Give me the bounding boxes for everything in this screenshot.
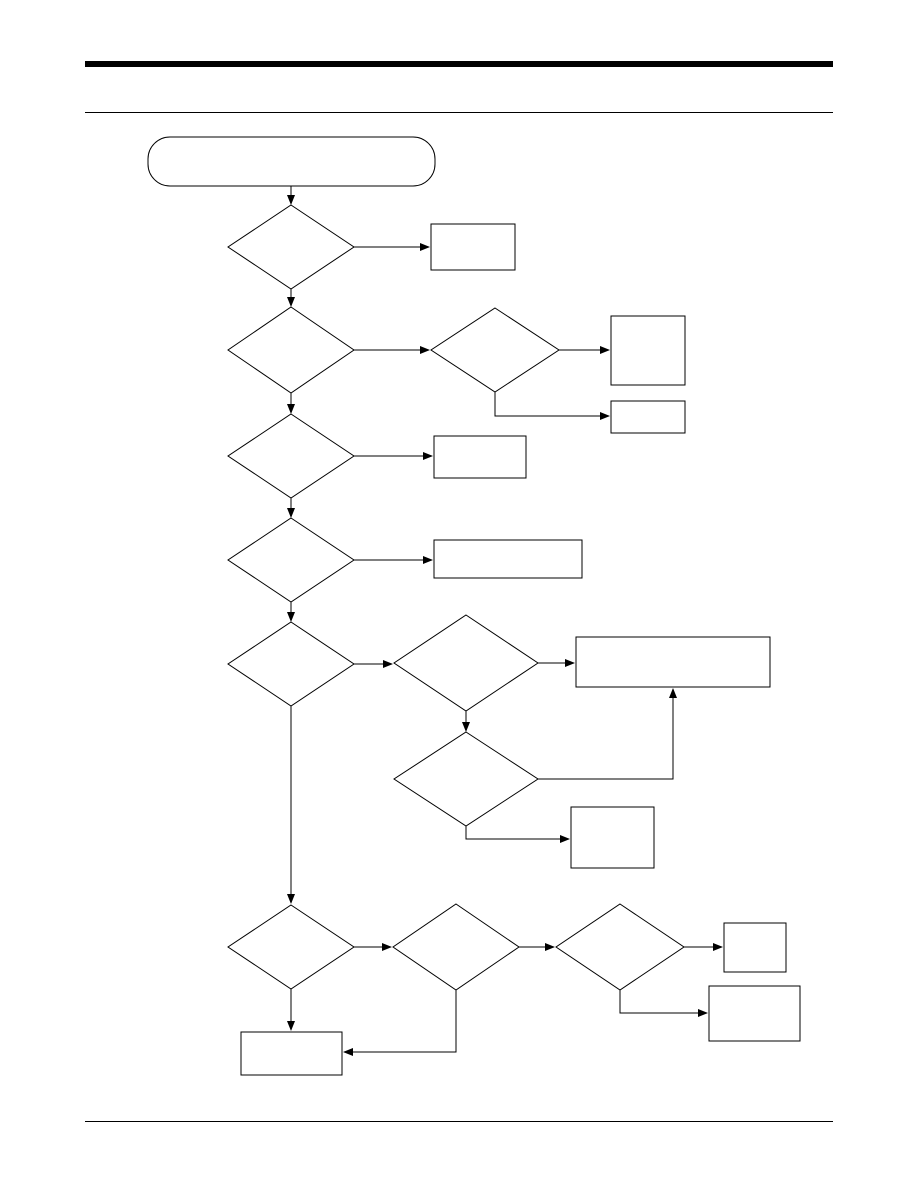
connector-d3-to-b3 xyxy=(494,392,610,420)
header-thin-rule xyxy=(85,112,833,113)
process-node-b3 xyxy=(610,400,686,434)
process-shape-b8 xyxy=(723,922,787,973)
process-shape-b1 xyxy=(430,223,516,271)
process-shape-b2 xyxy=(610,315,686,386)
header-thick-rule xyxy=(85,61,833,67)
connector-d8-to-b6 xyxy=(538,688,677,780)
decision-node-d6 xyxy=(227,621,355,707)
decision-node-d1 xyxy=(227,204,355,290)
process-node-b2 xyxy=(610,315,686,386)
terminator-shape-start xyxy=(147,136,436,187)
decision-shape-d10 xyxy=(392,903,520,991)
decision-node-d7 xyxy=(393,614,539,712)
process-node-b1 xyxy=(430,223,516,271)
decision-node-d2 xyxy=(227,306,355,394)
decision-node-d4 xyxy=(227,413,355,499)
decision-node-d5 xyxy=(227,517,355,603)
process-shape-b9 xyxy=(708,985,801,1042)
nodes xyxy=(147,136,801,1076)
process-node-b10 xyxy=(240,1031,343,1076)
decision-node-d10 xyxy=(392,903,520,991)
decision-node-d8 xyxy=(393,731,539,827)
decision-shape-d11 xyxy=(555,903,685,991)
connector-d8-to-b7 xyxy=(465,826,570,843)
decision-shape-d3 xyxy=(430,307,560,393)
connector-d11-to-b9 xyxy=(619,990,708,1017)
decision-shape-d2 xyxy=(227,306,355,394)
decision-shape-d9 xyxy=(227,904,355,990)
process-node-b5 xyxy=(433,539,583,579)
process-node-b9 xyxy=(708,985,801,1042)
decision-node-d9 xyxy=(227,904,355,990)
process-node-b6 xyxy=(575,636,771,688)
footer-rule xyxy=(85,1121,833,1122)
process-shape-b10 xyxy=(240,1031,343,1076)
process-shape-b6 xyxy=(575,636,771,688)
process-shape-b5 xyxy=(433,539,583,579)
connectors xyxy=(287,186,723,1056)
decision-shape-d4 xyxy=(227,413,355,499)
connector-d10-to-b10 xyxy=(343,990,457,1056)
decision-shape-d8 xyxy=(393,731,539,827)
decision-shape-d7 xyxy=(393,614,539,712)
decision-node-d3 xyxy=(430,307,560,393)
process-node-b4 xyxy=(433,435,527,479)
decision-shape-d6 xyxy=(227,621,355,707)
terminator-node-start xyxy=(147,136,436,187)
process-shape-b4 xyxy=(433,435,527,479)
process-node-b7 xyxy=(570,806,655,869)
process-shape-b7 xyxy=(570,806,655,869)
process-shape-b3 xyxy=(610,400,686,434)
decision-shape-d5 xyxy=(227,517,355,603)
process-node-b8 xyxy=(723,922,787,973)
decision-shape-d1 xyxy=(227,204,355,290)
decision-node-d11 xyxy=(555,903,685,991)
